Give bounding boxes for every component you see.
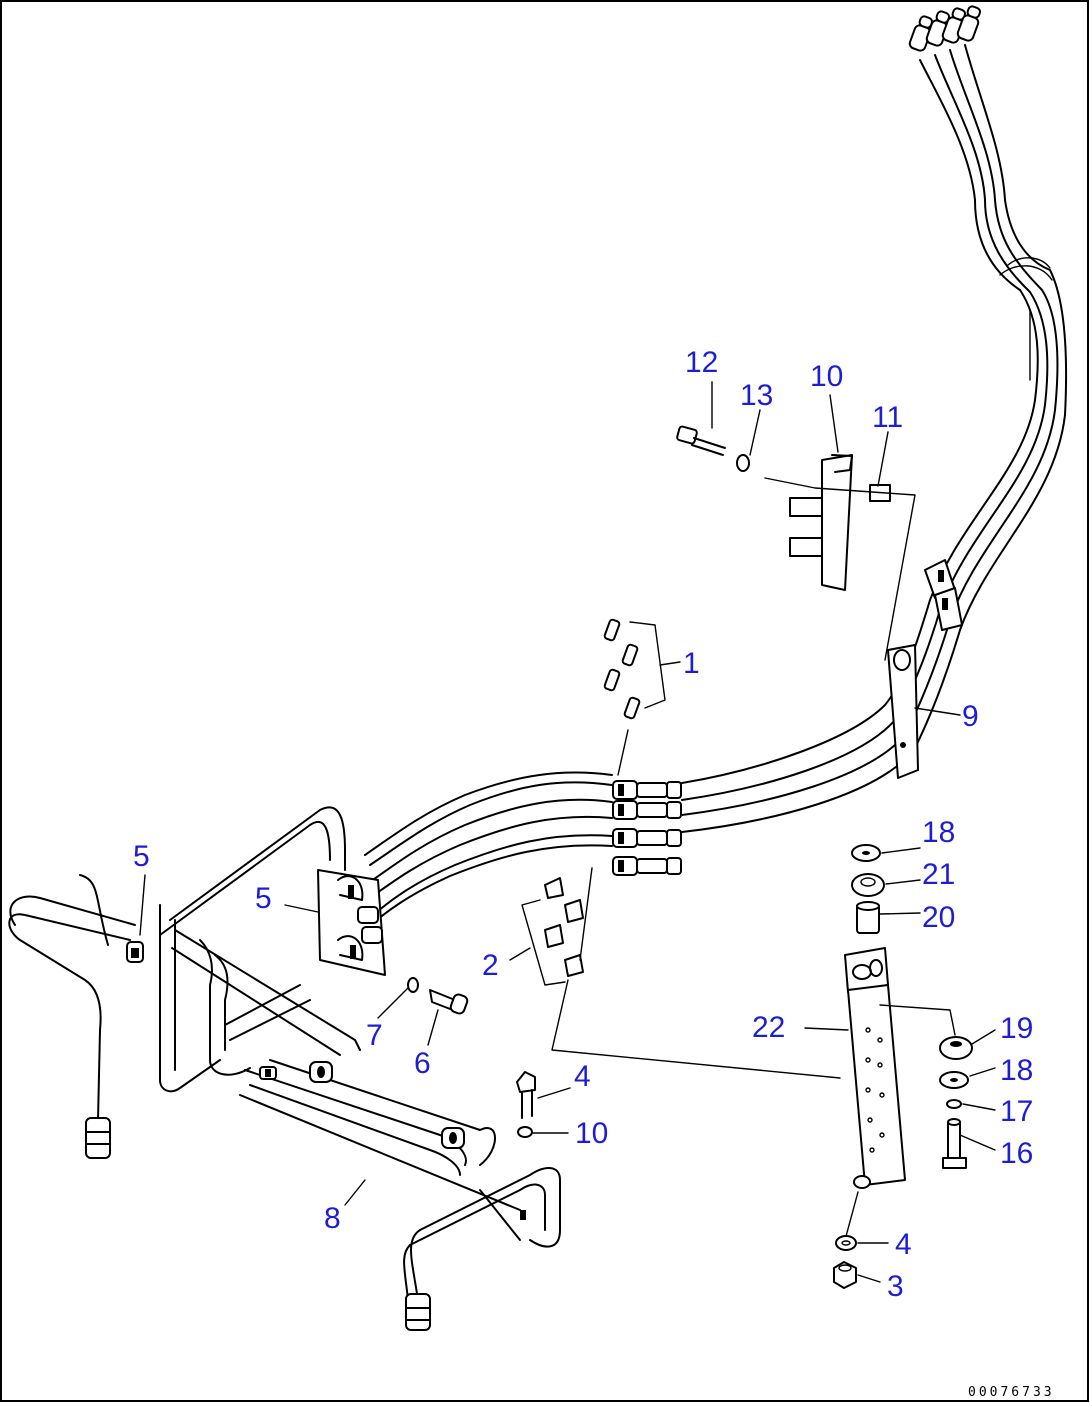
leader-lines: [139, 381, 996, 1283]
collar-20: [856, 901, 880, 934]
part-labels: 12 13 10 11 1 9 18 21 20 5 5 2 7 6 22 19…: [133, 346, 1033, 1303]
washer-17: [946, 1099, 962, 1109]
part-label-14: 12: [685, 346, 718, 379]
part-label-16: 16: [1000, 1137, 1033, 1170]
bolt-9: [516, 1071, 536, 1119]
bolt-14: [676, 425, 726, 456]
part-label-13: 11: [872, 401, 903, 434]
nut-3: [833, 1261, 857, 1289]
washer-10: [517, 1126, 533, 1138]
part-label-8: 8: [324, 1202, 341, 1235]
clamp-bracket-5: [317, 869, 386, 976]
part-label-17: 17: [1000, 1095, 1033, 1128]
bracket-12-13: [764, 454, 916, 661]
part-label-21: 21: [922, 858, 955, 891]
part-label-22: 22: [752, 1011, 785, 1044]
washer-4: [835, 1235, 857, 1251]
bolt-16: [942, 1118, 967, 1169]
plate-22: [844, 947, 956, 1241]
part-label-9: 4: [574, 1060, 591, 1093]
part-label-1: 1: [683, 647, 700, 680]
cushion-19: [939, 1036, 973, 1060]
hose-clamp-mid: [924, 559, 963, 631]
part-label-19: 19: [1000, 1012, 1033, 1045]
part-label-3: 3: [887, 1270, 904, 1303]
cushion-21: [851, 873, 885, 897]
part-label-11: 9: [962, 700, 979, 733]
part-label-12: 10: [810, 360, 843, 393]
hose-bundle-upper: [681, 44, 1068, 833]
part-label-7: 7: [366, 1019, 383, 1052]
washer-7: [407, 977, 419, 993]
part-label-20: 20: [922, 901, 955, 934]
part-label-18-lower: 18: [1000, 1054, 1033, 1087]
clamps-part-2: [521, 867, 841, 1079]
part-label-6: 6: [414, 1047, 431, 1080]
part-label-18-top: 18: [922, 816, 955, 849]
bolt-6: [429, 989, 469, 1015]
part-label-5-center: 5: [255, 882, 272, 915]
tube-frame-left: [8, 806, 361, 1121]
part-label-4: 4: [895, 1228, 912, 1261]
bracket-11: [887, 644, 919, 779]
washer-18-top: [851, 844, 881, 862]
washer-15: [736, 454, 750, 472]
pipe-end-fittings-left: [85, 941, 144, 1159]
part-label-15: 13: [740, 379, 773, 412]
part-label-2: 2: [482, 949, 499, 982]
fittings-part-1: [603, 618, 666, 776]
hose-couplers: [612, 780, 682, 876]
part-label-5-left: 5: [133, 840, 150, 873]
part-label-10: 10: [575, 1117, 608, 1150]
hose-end-fittings-top: [908, 5, 982, 52]
washer-18-lower: [939, 1071, 969, 1089]
drawing-code: 00076733: [968, 1385, 1055, 1400]
hose-group-middle: [364, 771, 613, 931]
tube-frame-lower-8: [239, 1059, 561, 1331]
